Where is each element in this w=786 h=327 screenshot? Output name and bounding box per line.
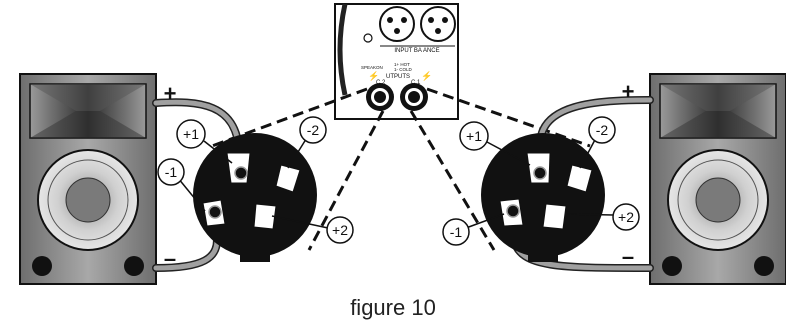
right-plus-terminal-label: +: [622, 79, 635, 104]
warning-bolt-icon: ⚡: [421, 70, 432, 82]
pin-label-minus2: -2: [596, 122, 609, 138]
pin-label-plus2: +2: [618, 209, 634, 225]
left-speakon-connector: [193, 133, 317, 262]
left-pin-callouts: [157, 116, 354, 244]
pin-legend-hot: 1+ HOT: [394, 62, 410, 67]
right-speaker-foot: [754, 256, 774, 276]
left-speaker-foot: [32, 256, 52, 276]
left-speaker: [19, 73, 157, 285]
channel-1-label: C 1: [411, 80, 421, 86]
right-speaker: [649, 73, 786, 285]
channel-2-label: C 2: [376, 80, 386, 86]
figure-caption: figure 10: [350, 295, 436, 320]
right-minus-terminal-label: –: [622, 244, 634, 269]
pin-label-plus1: +1: [466, 128, 482, 144]
pin-label-minus1: -1: [165, 164, 178, 180]
ground-lift-icon: [363, 33, 373, 43]
right-speaker-foot: [662, 256, 682, 276]
pin-label-plus2: +2: [332, 222, 348, 238]
outputs-label: UTPUTS: [386, 74, 410, 80]
speakon-label: SPEAKON: [361, 65, 383, 70]
pin-label-minus2: -2: [307, 122, 320, 138]
left-speaker-foot: [124, 256, 144, 276]
right-pin-callouts: [442, 116, 640, 246]
xlr-input-2: [379, 6, 415, 42]
right-speakon-connector: [481, 133, 605, 262]
pin-label-minus1: -1: [450, 224, 463, 240]
warning-bolt-icon: ⚡: [368, 70, 379, 82]
pin-label-plus1: +1: [183, 126, 199, 142]
amplifier-rear-panel: INPUT BA ANCE SPEAKON 1+ HOT 1- COLD UTP…: [334, 3, 459, 120]
xlr-input-1: [420, 6, 456, 42]
left-minus-terminal-label: –: [164, 246, 176, 271]
input-balance-label: INPUT BA ANCE: [394, 48, 439, 54]
left-plus-terminal-label: +: [164, 81, 177, 106]
pin-legend-cold: 1- COLD: [394, 67, 413, 72]
